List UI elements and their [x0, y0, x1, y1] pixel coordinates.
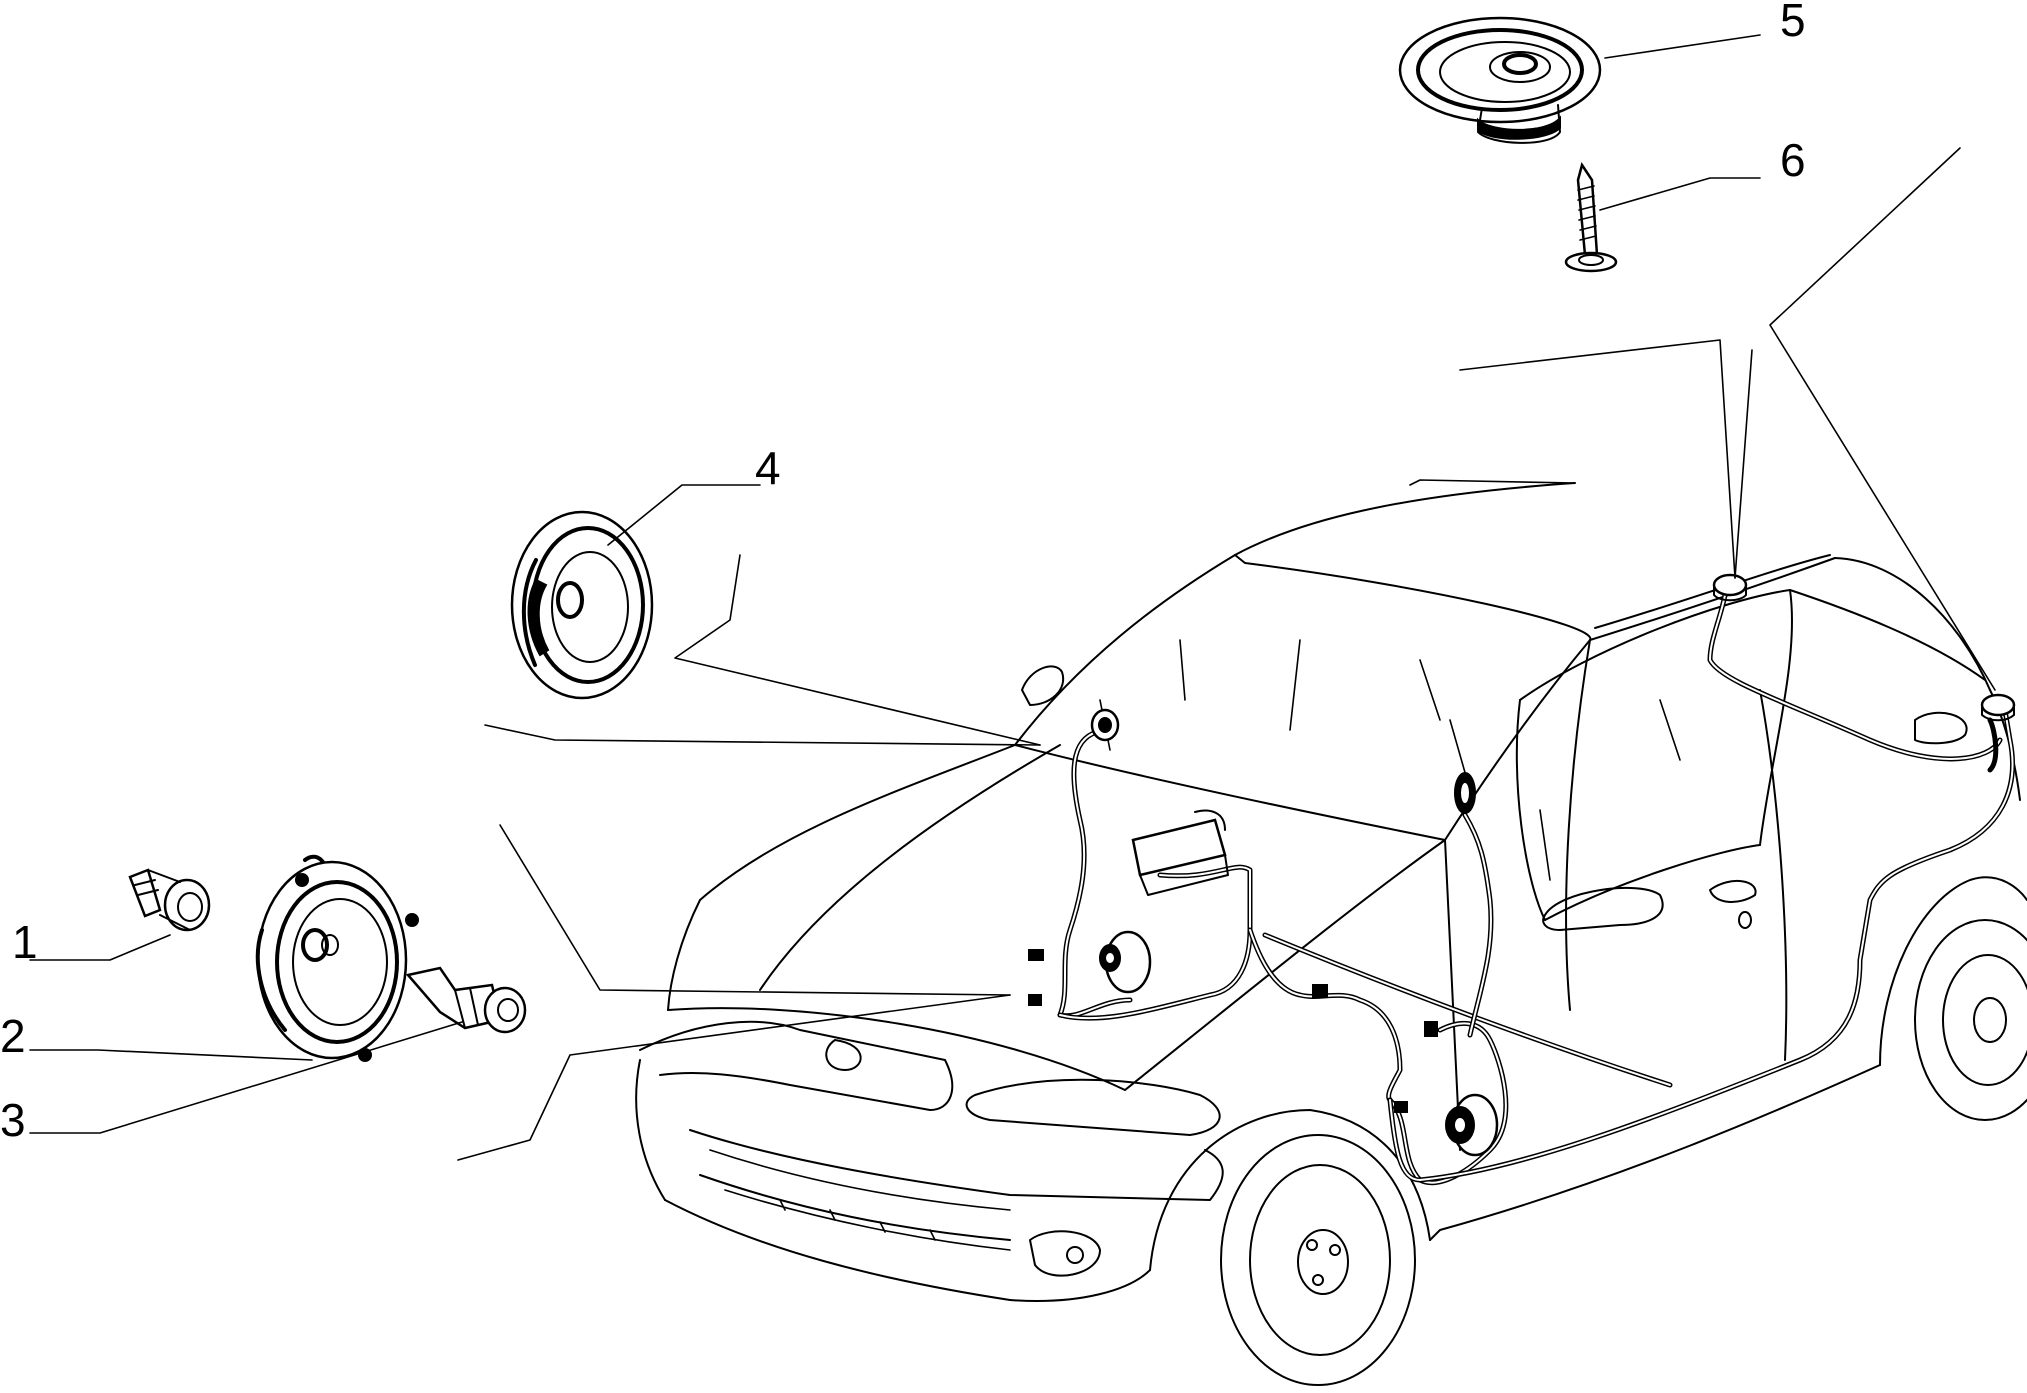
- front-speaker-right: [1445, 1093, 1499, 1157]
- part-3-rivet: [405, 966, 527, 1034]
- part-4-speaker: [510, 510, 654, 700]
- wiring-harness: [1057, 592, 2015, 1186]
- part-5-rear-speaker: [1398, 16, 1602, 144]
- part-6-screw: [1564, 162, 1618, 273]
- assembly-lines: [457, 147, 1996, 1161]
- callout-numbers: 1 2 3 4 5 6: [0, 0, 1806, 1146]
- callout-number-2: 2: [0, 1010, 26, 1062]
- callout-number-5: 5: [1780, 0, 1806, 46]
- tweeter-left: [1090, 708, 1120, 742]
- callout-number-6: 6: [1780, 134, 1806, 186]
- callout-number-3: 3: [0, 1094, 26, 1146]
- harness-connectors: [1028, 949, 1438, 1113]
- callout-number-1: 1: [12, 916, 38, 968]
- part-1-clip: [128, 868, 211, 932]
- rear-speaker-left: [1712, 573, 1748, 602]
- rear-speaker-right: [1980, 693, 2016, 722]
- car-body-outline: [635, 482, 2027, 1386]
- part-2-speaker-flange: [255, 854, 419, 1062]
- radio-unit: [1131, 809, 1229, 896]
- callout-number-4: 4: [755, 442, 781, 494]
- front-speaker-left: [1099, 930, 1152, 994]
- leader-lines: [29, 34, 1761, 1134]
- harness-grommet: [1454, 772, 1476, 814]
